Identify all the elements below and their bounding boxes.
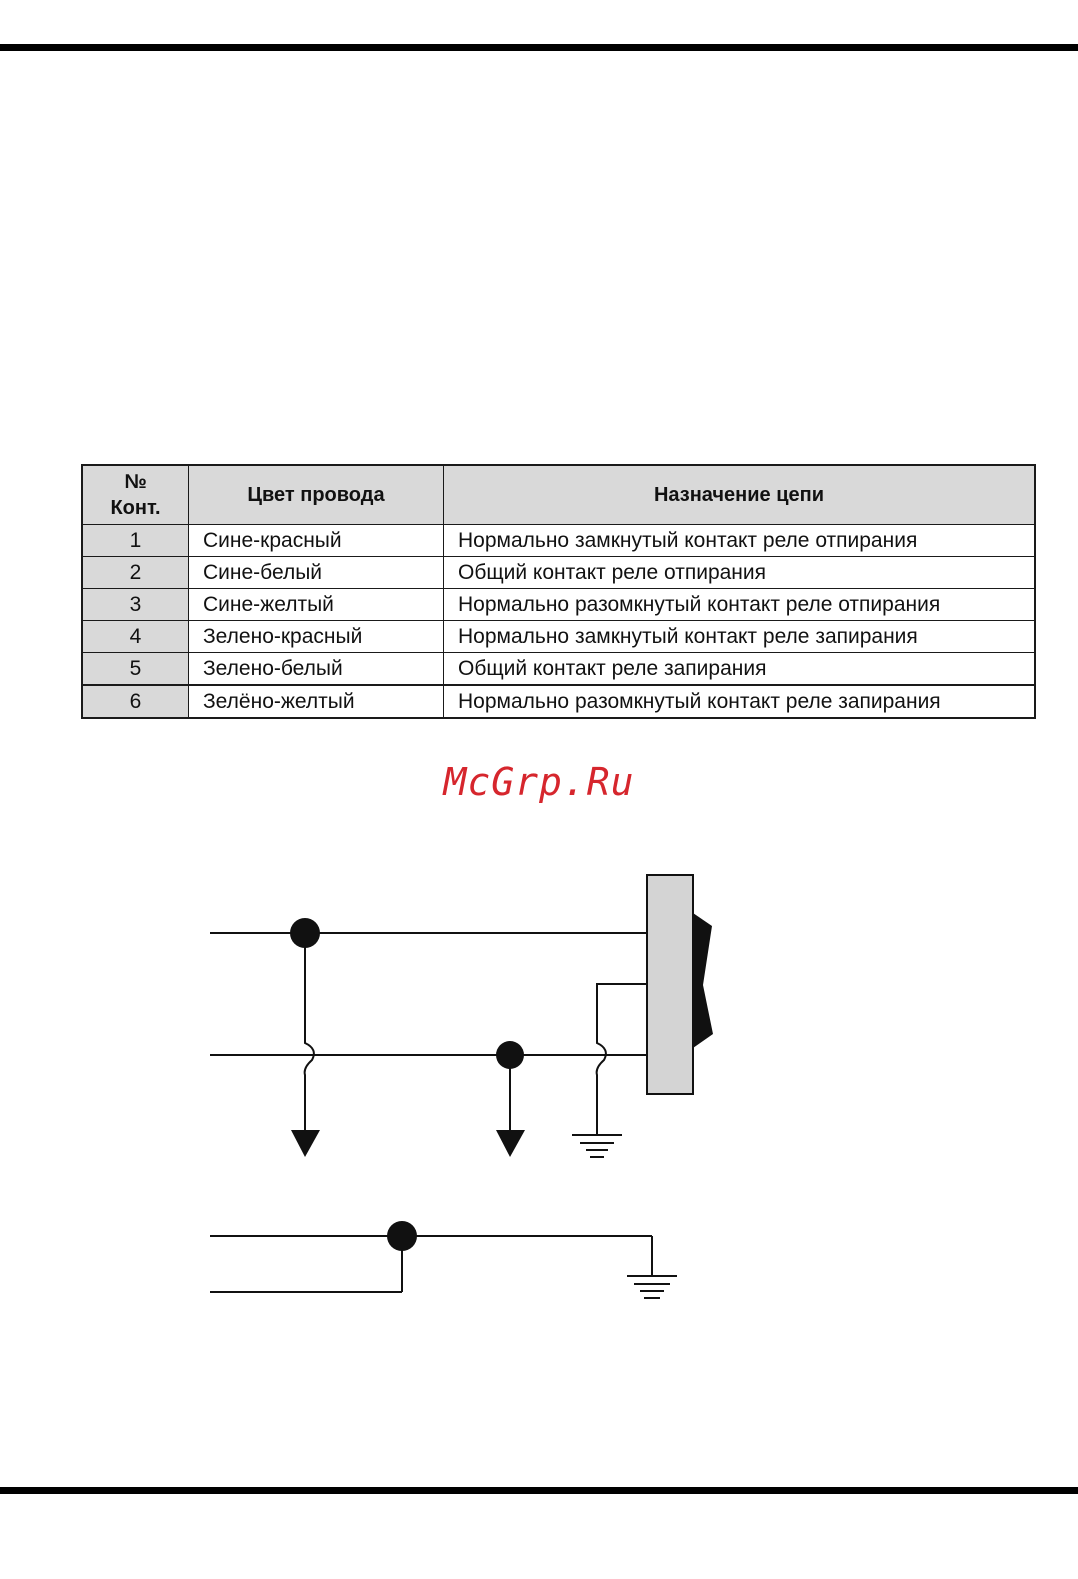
switch-body bbox=[646, 874, 694, 1095]
row-purpose: Нормально замкнутый контакт реле отпиран… bbox=[443, 524, 1036, 557]
row-purpose: Общий контакт реле запирания bbox=[443, 652, 1036, 686]
arrow-down-icon bbox=[291, 1130, 320, 1157]
row-wire-color: Зелено-белый bbox=[188, 652, 444, 686]
ground-icon bbox=[627, 1275, 677, 1299]
junction-dot bbox=[387, 1221, 417, 1251]
table-row: 1 Сине-красный Нормально замкнутый конта… bbox=[81, 524, 1036, 557]
wire-drop-left bbox=[303, 933, 315, 1130]
header-number-label: Конт. bbox=[110, 497, 161, 519]
row-wire-color: Сине-желтый bbox=[188, 588, 444, 621]
bottom-rule bbox=[0, 1487, 1078, 1494]
row-number: 3 bbox=[81, 588, 189, 621]
wiring-schematic bbox=[210, 874, 713, 1299]
row-number: 5 bbox=[81, 652, 189, 686]
table-row: 3 Сине-желтый Нормально разомкнутый конт… bbox=[81, 588, 1036, 621]
table-row: 6 Зелёно-желтый Нормально разомкнутый ко… bbox=[81, 684, 1036, 719]
wire-ground-branch bbox=[595, 983, 647, 1135]
row-wire-color: Зелёно-желтый bbox=[188, 684, 444, 719]
row-purpose: Нормально разомкнутый контакт реле запир… bbox=[443, 684, 1036, 719]
header-number-symbol: № bbox=[124, 471, 147, 493]
arrow-down-icon bbox=[496, 1130, 525, 1157]
row-wire-color: Сине-красный bbox=[188, 524, 444, 557]
table-row: 5 Зелено-белый Общий контакт реле запира… bbox=[81, 652, 1036, 686]
row-number: 4 bbox=[81, 620, 189, 653]
table-row: 4 Зелено-красный Нормально замкнутый кон… bbox=[81, 620, 1036, 653]
table-header-row: № Конт. Цвет провода Назначение цепи bbox=[81, 464, 1036, 525]
header-wire-color: Цвет провода bbox=[188, 464, 444, 525]
row-number: 2 bbox=[81, 556, 189, 589]
row-wire-color: Сине-белый bbox=[188, 556, 444, 589]
row-purpose: Общий контакт реле отпирания bbox=[443, 556, 1036, 589]
row-purpose: Нормально разомкнутый контакт реле отпир… bbox=[443, 588, 1036, 621]
row-purpose: Нормально замкнутый контакт реле запиран… bbox=[443, 620, 1036, 653]
watermark-text: McGrp.Ru bbox=[443, 760, 635, 804]
junction-dot bbox=[496, 1041, 524, 1069]
table-row: 2 Сине-белый Общий контакт реле отпирани… bbox=[81, 556, 1036, 589]
header-contact-number: № Конт. bbox=[81, 464, 189, 525]
top-rule bbox=[0, 44, 1078, 51]
row-wire-color: Зелено-красный bbox=[188, 620, 444, 653]
switch-lever-icon bbox=[693, 913, 713, 1048]
row-number: 1 bbox=[81, 524, 189, 557]
wire-table: № Конт. Цвет провода Назначение цепи 1 С… bbox=[81, 464, 1036, 719]
row-number: 6 bbox=[81, 684, 189, 719]
header-circuit-purpose: Назначение цепи bbox=[443, 464, 1036, 525]
ground-icon bbox=[572, 1134, 622, 1158]
junction-dot bbox=[290, 918, 320, 948]
